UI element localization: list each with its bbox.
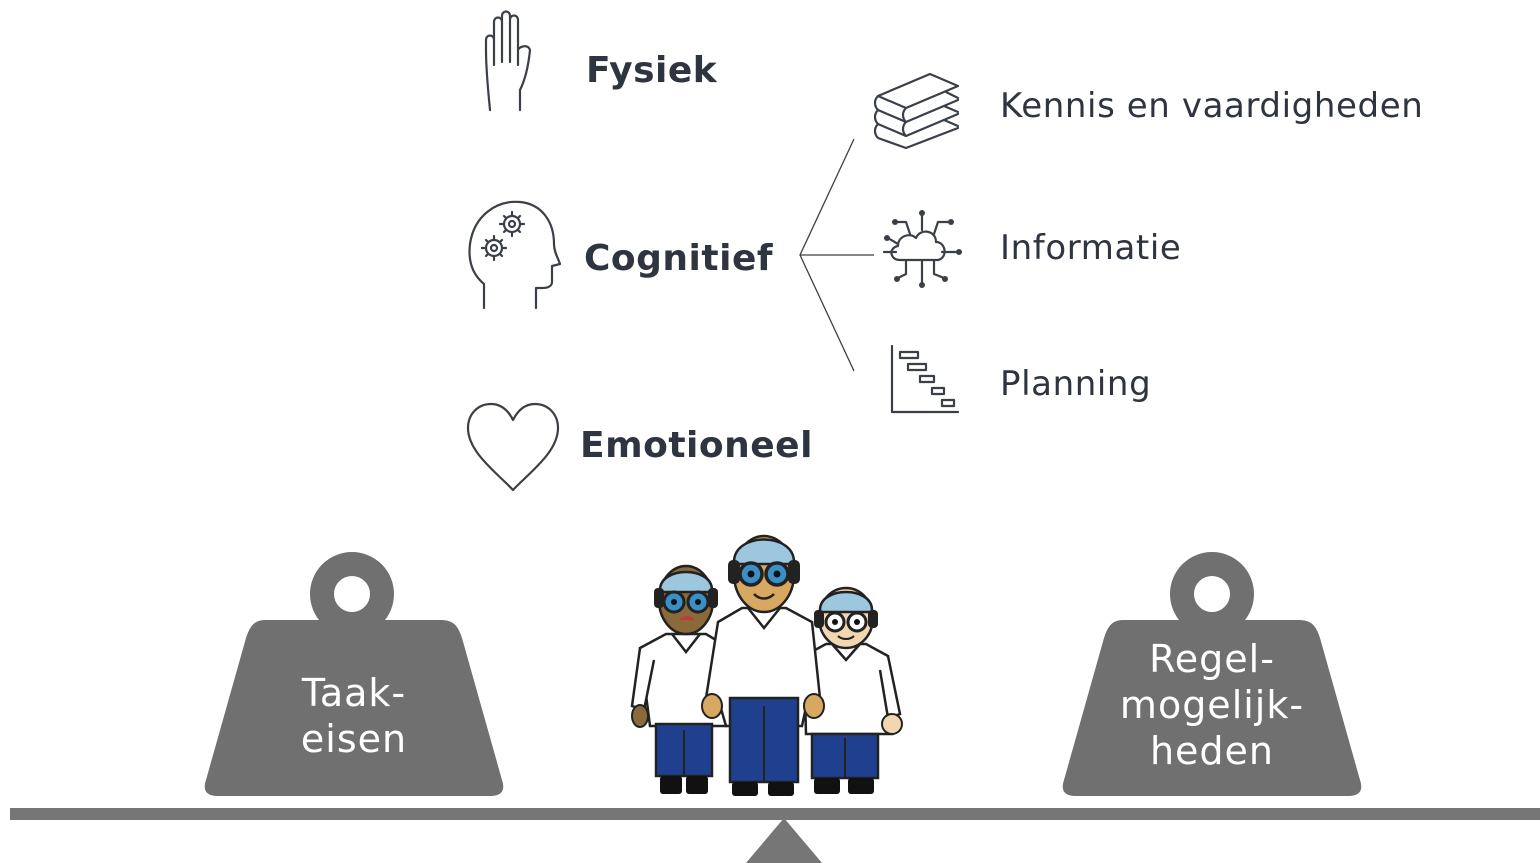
balance-beam <box>10 808 1540 820</box>
weight-left <box>204 552 504 796</box>
subtype-knowledge-label: Kennis en vaardigheden <box>1000 86 1424 126</box>
person-center <box>701 534 825 796</box>
head-gears-icon <box>468 200 562 310</box>
weight-left-line-2: eisen <box>300 717 408 761</box>
subtype-planning-label: Planning <box>1000 364 1152 404</box>
hand-icon <box>484 10 532 112</box>
weight-right-line-3: heden <box>1149 729 1275 773</box>
weight-right-line-1: Regel- <box>1149 637 1275 681</box>
balance-fulcrum <box>746 818 822 863</box>
demand-cognitive-label: Cognitief <box>584 238 774 279</box>
demand-emotional-label: Emotioneel <box>580 425 813 466</box>
weight-left-line-1: Taak- <box>301 671 407 715</box>
books-icon <box>873 72 960 150</box>
weight-right-line-2: mogelijk- <box>1119 683 1305 727</box>
weight-right <box>1062 552 1362 796</box>
demand-physical-label: Fysiek <box>586 50 718 91</box>
weight-right-label: Regel- mogelijk- heden <box>1112 636 1312 774</box>
branch-connector <box>799 138 874 372</box>
subtype-information-label: Informatie <box>1000 228 1182 268</box>
gantt-chart-icon <box>890 344 960 414</box>
cloud-network-icon <box>882 210 962 288</box>
heart-icon <box>466 402 560 492</box>
person-right <box>802 586 903 794</box>
weight-left-label: Taak- eisen <box>254 670 454 762</box>
people-group-illustration <box>630 534 903 796</box>
